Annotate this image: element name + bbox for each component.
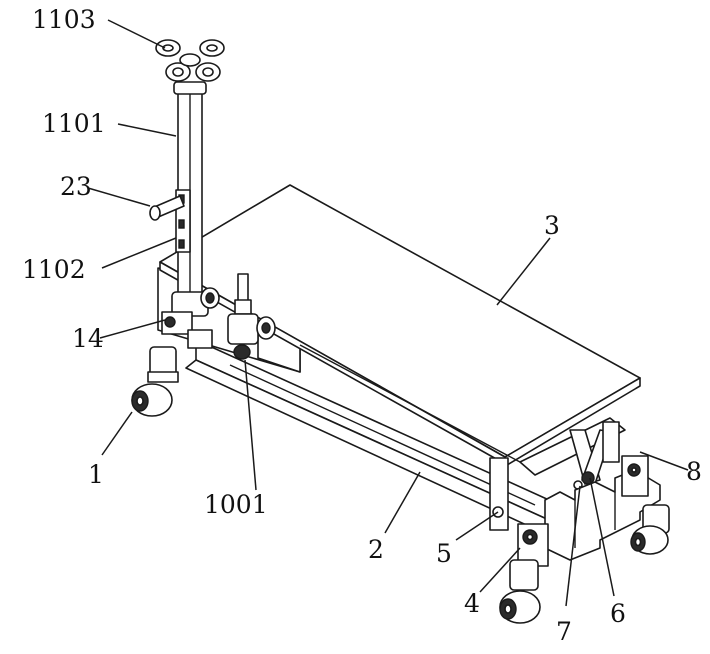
label-1102: 1102 [22,255,86,284]
label-7: 7 [556,617,572,646]
leader-14 [99,319,166,339]
valve-assembly [227,273,276,360]
caster-front-left [131,346,179,417]
label-1: 1 [88,460,104,489]
label-1103: 1103 [32,5,96,34]
label-6: 6 [610,599,626,628]
label-3: 3 [544,211,560,240]
leader-1101 [117,123,177,137]
post-handle [149,195,185,221]
leader-2 [384,471,421,534]
left-support-leg [489,457,509,531]
label-1001: 1001 [204,490,268,519]
post-collar [161,287,220,349]
leader-5 [455,511,499,541]
leader-lines [87,19,689,607]
leader-1001 [244,359,257,491]
reference-labels: 1103 1101 23 1102 14 1 1001 3 2 5 4 7 6 … [22,5,702,646]
leader-4 [479,547,521,593]
label-2: 2 [368,535,384,564]
leader-1103 [107,19,166,49]
label-1101: 1101 [42,109,106,138]
leader-3 [496,237,551,306]
right-bracket [621,455,649,497]
leader-6 [589,477,615,597]
leader-1 [101,411,133,456]
label-14: 14 [72,324,104,353]
label-5: 5 [436,539,452,568]
leader-23 [87,187,151,207]
leader-7 [565,485,581,607]
base-beam [185,339,561,536]
hanger-hooks [155,39,225,82]
label-4: 4 [464,589,480,618]
front-bracket [517,523,549,567]
leader-8 [639,451,689,471]
caster-front-right [499,559,541,624]
leader-1102 [101,237,177,269]
caster-rear-right [630,504,670,555]
label-23: 23 [60,172,92,201]
label-8: 8 [686,457,702,486]
